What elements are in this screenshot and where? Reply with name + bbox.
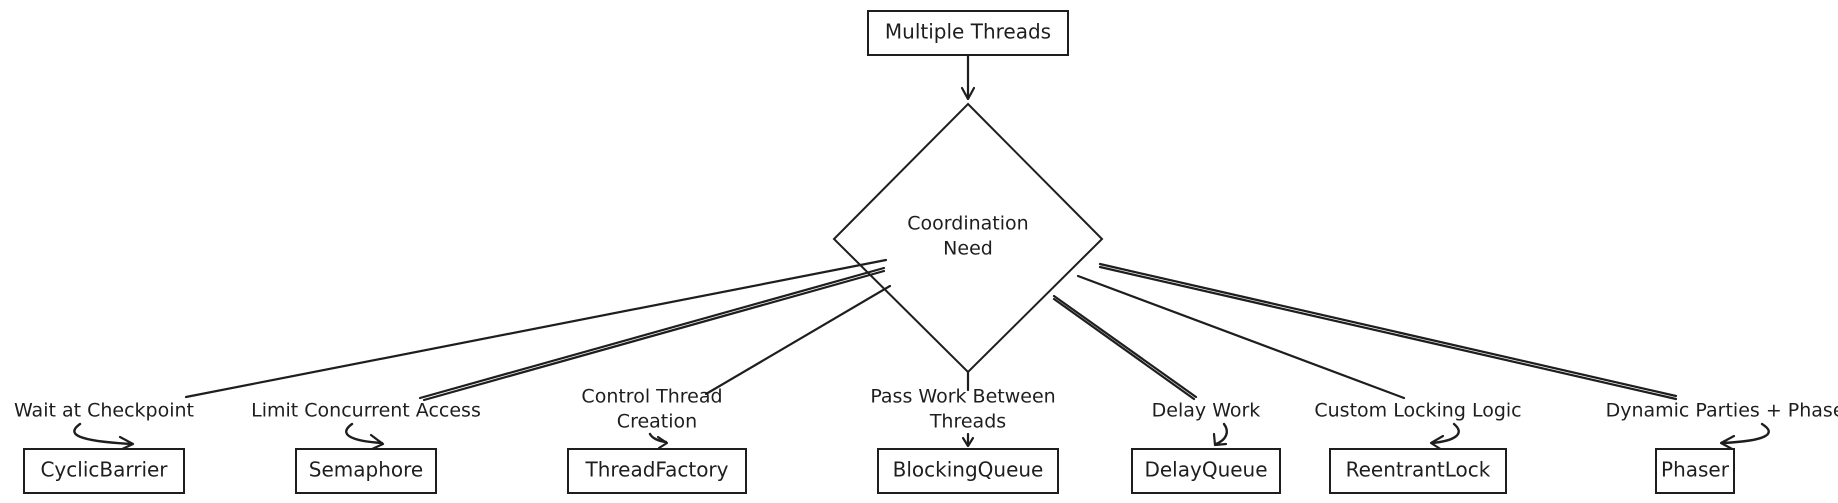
node-semaphore: Semaphore xyxy=(295,448,437,494)
node-threadfactory: ThreadFactory xyxy=(567,448,747,494)
branch-label-limit-concurrent-access: Limit Concurrent Access xyxy=(251,400,481,422)
arrow-into-semaphore xyxy=(345,422,385,452)
decision-label-line2: Need xyxy=(943,238,993,260)
arrow-into-phaser xyxy=(1719,422,1770,452)
node-reentrantlock-label: ReentrantLock xyxy=(1346,458,1491,482)
edge-to-phaser xyxy=(1098,262,1678,401)
arrow-into-threadfactory xyxy=(648,432,669,450)
node-threadfactory-label: ThreadFactory xyxy=(585,458,729,482)
branch-label-pass-work-line2: Threads xyxy=(929,411,1006,433)
arrow-into-cyclicbarrier xyxy=(73,422,135,452)
node-multiple-threads-label: Multiple Threads xyxy=(885,20,1051,44)
arrow-into-delayqueue xyxy=(1212,422,1228,447)
node-phaser-label: Phaser xyxy=(1661,458,1730,482)
branch-label-pass-work-line1: Pass Work Between xyxy=(870,386,1055,408)
decision-coordination-need: Coordination Need xyxy=(832,102,1104,374)
node-blockingqueue: BlockingQueue xyxy=(877,448,1059,494)
node-cyclicbarrier-label: CyclicBarrier xyxy=(40,458,168,482)
decision-label-line1: Coordination xyxy=(907,213,1028,235)
node-blockingqueue-label: BlockingQueue xyxy=(893,458,1044,482)
arrow-into-reentrantlock xyxy=(1429,422,1460,452)
node-multiple-threads: Multiple Threads xyxy=(867,10,1069,56)
edge-to-reentrantlock xyxy=(1076,274,1406,400)
node-reentrantlock: ReentrantLock xyxy=(1329,448,1507,494)
edge-to-delayqueue xyxy=(1052,294,1198,401)
edge-to-threadfactory xyxy=(704,284,892,396)
branch-label-control-thread-line1: Control Thread xyxy=(581,386,722,408)
node-cyclicbarrier: CyclicBarrier xyxy=(23,448,185,494)
branch-label-control-thread-line2: Creation xyxy=(617,411,697,433)
branch-label-custom-locking-logic: Custom Locking Logic xyxy=(1314,400,1521,422)
node-delayqueue-label: DelayQueue xyxy=(1144,458,1267,482)
branch-label-delay-work: Delay Work xyxy=(1152,400,1261,422)
edge-to-semaphore xyxy=(418,266,886,402)
node-semaphore-label: Semaphore xyxy=(309,458,423,482)
branch-label-wait-at-checkpoint: Wait at Checkpoint xyxy=(14,400,194,422)
edge-to-cyclicbarrier xyxy=(184,258,888,399)
branch-label-dynamic-parties-phases: Dynamic Parties + Phases xyxy=(1606,400,1838,422)
node-phaser: Phaser xyxy=(1655,448,1735,494)
node-delayqueue: DelayQueue xyxy=(1131,448,1281,494)
arrow-into-blockingqueue xyxy=(961,432,975,448)
edge-start-to-decision xyxy=(960,53,976,101)
